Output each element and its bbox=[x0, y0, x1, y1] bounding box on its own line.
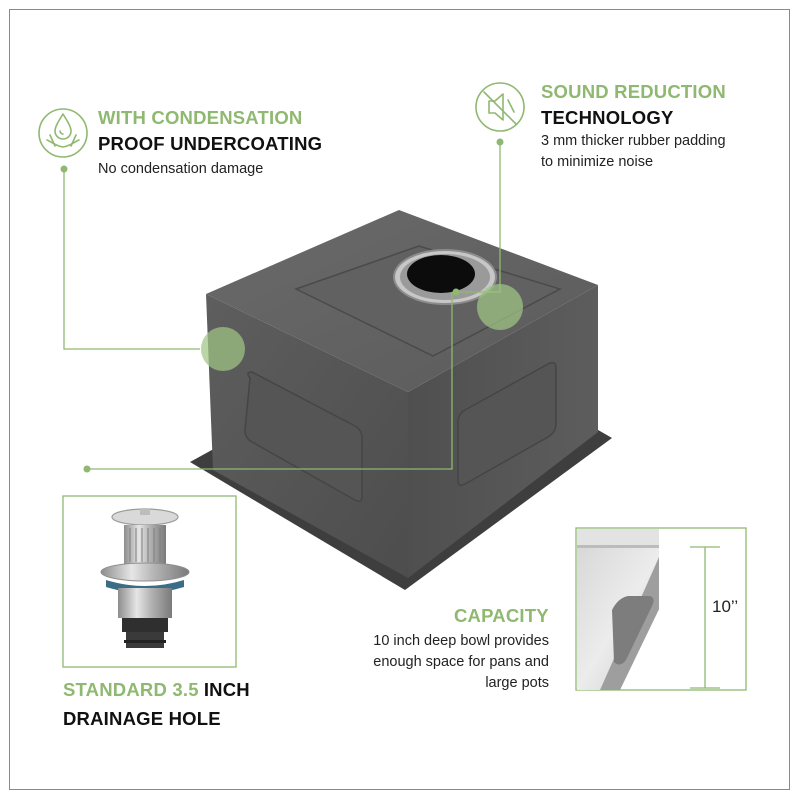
page-frame bbox=[9, 9, 790, 790]
capacity-title: CAPACITY bbox=[454, 605, 549, 626]
speaker-mute-icon bbox=[483, 91, 517, 125]
capacity-description: 10 inch deep bowl provides enough space … bbox=[373, 633, 549, 691]
callout-target bbox=[477, 284, 523, 330]
condensation-icon-ring bbox=[38, 108, 88, 158]
callout-target bbox=[201, 327, 245, 371]
sound-title-black: TECHNOLOGY bbox=[541, 107, 674, 128]
sound-description-line1: 3 mm thicker rubber padding bbox=[541, 133, 726, 149]
callout-line bbox=[87, 292, 453, 470]
side-pad-right bbox=[457, 361, 557, 487]
sound-description-line2: to minimize noise bbox=[541, 154, 654, 170]
sound-icon-ring bbox=[475, 82, 525, 132]
drainage-title-green: STANDARD 3.5 bbox=[63, 679, 199, 700]
water-drop-hands-icon bbox=[46, 113, 80, 148]
drainage-title-line1: STANDARD 3.5 INCH bbox=[63, 679, 250, 701]
drainage-title-inch: INCH bbox=[203, 679, 250, 700]
condensation-title-black: PROOF UNDERCOATING bbox=[98, 133, 323, 154]
callout-sound bbox=[452, 82, 525, 330]
callout-line bbox=[63, 169, 200, 350]
depth-label: 10’’ bbox=[712, 597, 739, 616]
drainage-inset-frame bbox=[62, 495, 237, 668]
callout-dot bbox=[452, 288, 460, 296]
drain-strainer-illustration bbox=[100, 508, 190, 648]
condensation-title-green: WITH CONDENSATION bbox=[98, 107, 303, 128]
condensation-description: No condensation damage bbox=[98, 161, 264, 177]
sink-bowl bbox=[190, 210, 612, 590]
sound-title-green: SOUND REDUCTION bbox=[541, 81, 726, 102]
callout-capacity bbox=[575, 527, 747, 691]
drain-hole-opening bbox=[407, 255, 475, 293]
callout-drainage bbox=[62, 292, 453, 668]
callout-condensation bbox=[38, 108, 245, 371]
drainage-title-line2: DRAINAGE HOLE bbox=[63, 708, 221, 729]
capacity-inset-frame bbox=[575, 527, 747, 691]
